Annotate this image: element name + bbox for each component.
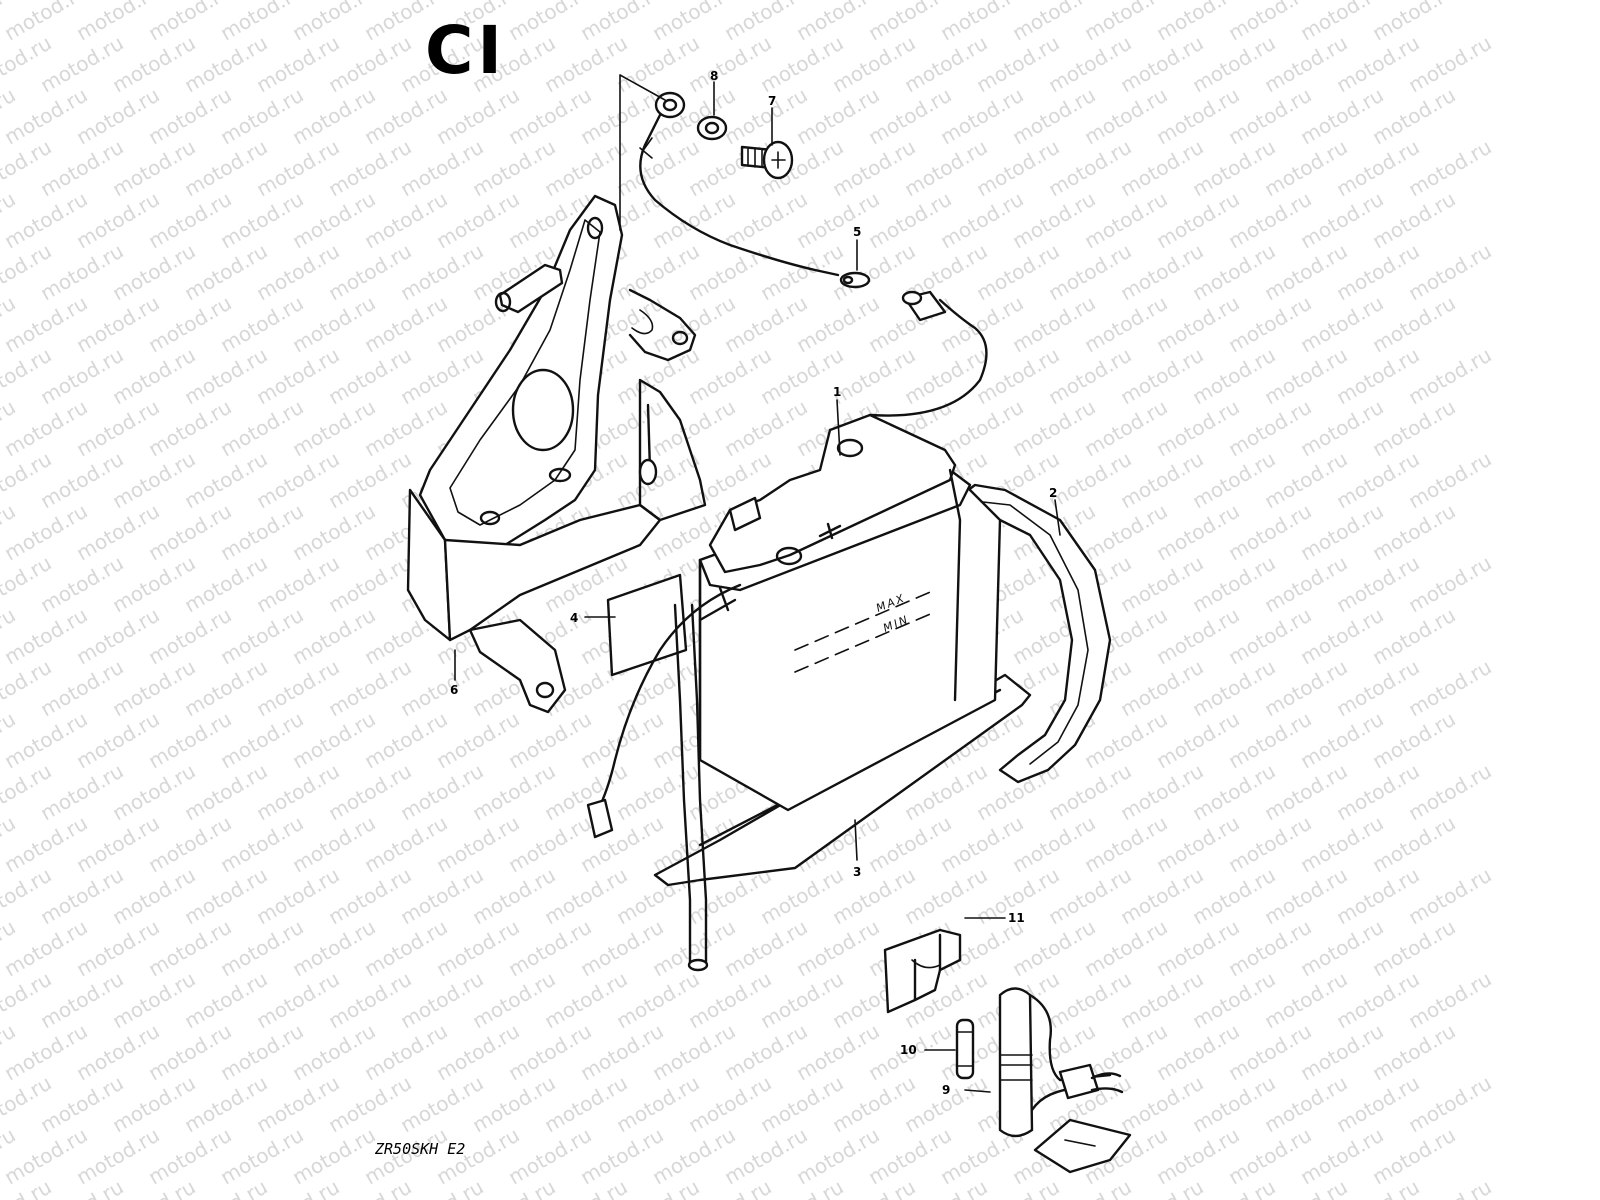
breather-tube: [673, 603, 709, 972]
callout-2: 2: [1049, 486, 1057, 500]
callout-6: 6: [450, 683, 458, 697]
callout-leaders: [454, 81, 1061, 1093]
positive-cable: [868, 290, 988, 417]
section-code: CI: [425, 12, 506, 89]
negative-cable: [586, 583, 742, 839]
callouts: 1 2 3 4 5 6 7 8 9 10 11: [450, 69, 1057, 1097]
fuse-clip: [883, 928, 962, 1014]
callout-4: 4: [570, 611, 578, 625]
battery: MAX MIN: [698, 413, 1002, 812]
callout-8: 8: [710, 69, 718, 83]
washer: [696, 115, 728, 141]
callout-5: 5: [853, 225, 861, 239]
battery-pad: [606, 573, 688, 677]
fuse-holder: [998, 987, 1132, 1174]
fuse: [955, 1018, 975, 1080]
battery-holder-band: [933, 483, 1112, 784]
callout-11: 11: [1008, 911, 1025, 925]
battery-bracket: [406, 194, 707, 714]
callout-9: 9: [942, 1083, 950, 1097]
model-code: ZR50SKH E2: [375, 1140, 466, 1158]
callout-10: 10: [900, 1043, 917, 1057]
callout-7: 7: [768, 94, 776, 108]
screw: [740, 140, 794, 180]
ground-lead: [619, 74, 871, 289]
callout-3: 3: [853, 865, 861, 879]
callout-1: 1: [833, 385, 841, 399]
